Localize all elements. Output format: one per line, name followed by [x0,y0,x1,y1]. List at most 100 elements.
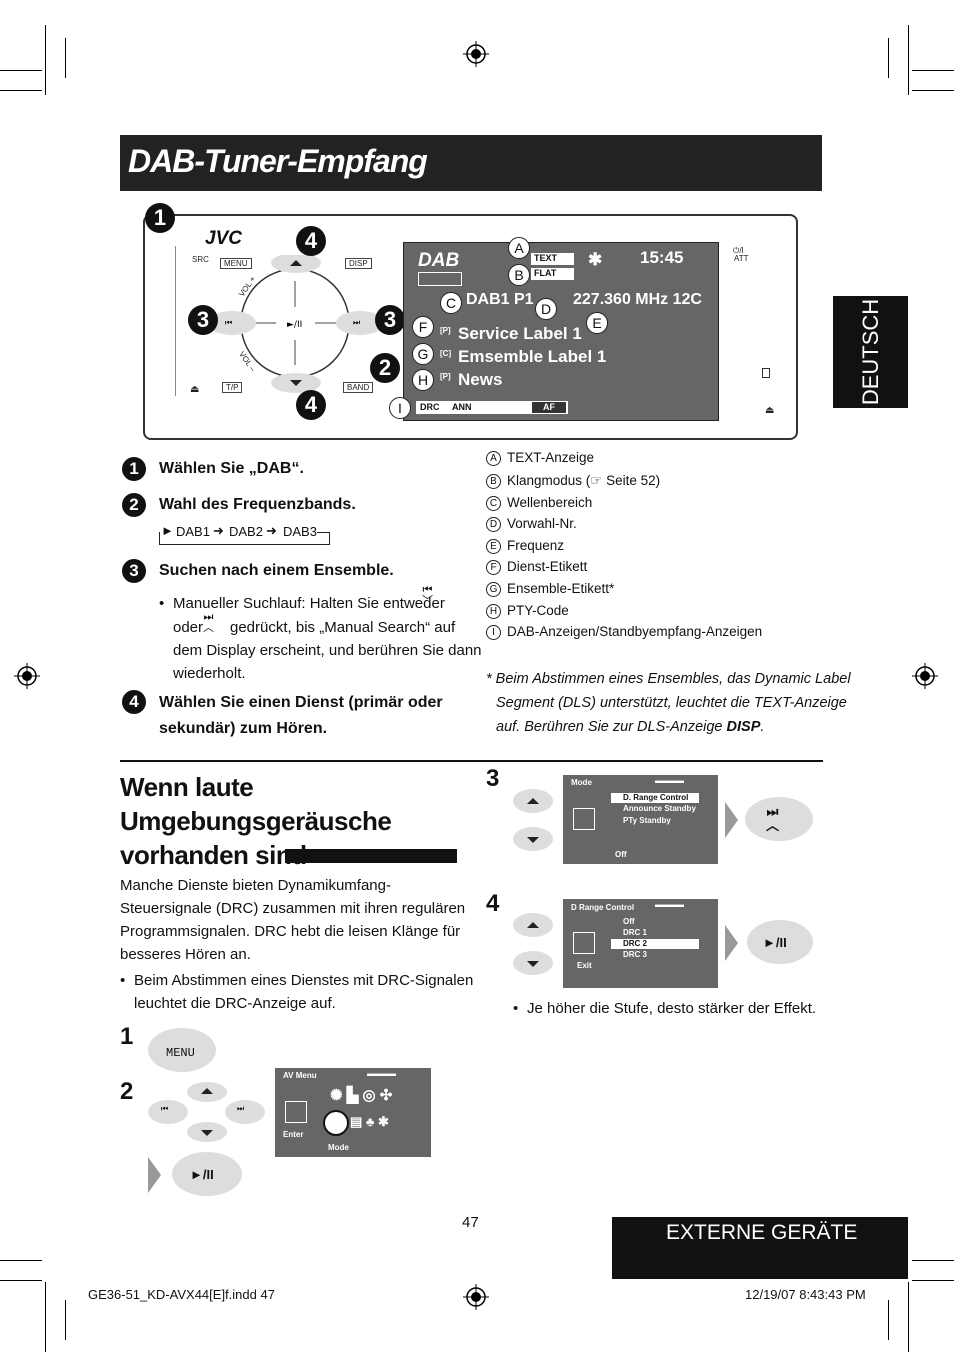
section-tab: EXTERNE GERÄTE [612,1217,908,1279]
drc-item-selected[interactable]: DRC 2 [623,939,648,948]
crop-mark [888,38,889,78]
faceplate-side [143,246,176,396]
callout-d: D [535,298,557,320]
section-tab-label: EXTERNE GERÄTE [666,1221,858,1244]
power-button[interactable]: ⏻/I [733,246,744,255]
timestamp: 12/19/07 8:43:43 PM [745,1287,866,1302]
exit-label: Exit [577,961,592,970]
play-pause-label: ►/II [763,935,787,950]
disp-button[interactable]: DISP [345,258,372,269]
text-indicator: TEXT [531,253,574,265]
src-button[interactable]: SRC [192,255,209,264]
band-button[interactable]: BAND [343,382,374,393]
step-number: 2 [122,493,146,517]
crop-mark [65,1300,66,1340]
crop-mark [0,1260,42,1261]
section-body: Steuersignale (DRC) zusammen mit ihren r… [120,900,466,917]
play-pause-button[interactable] [172,1152,242,1196]
band-cycle-diagram: ► DAB1 ➜ DAB2 ➜ DAB3 [159,522,330,547]
eject-icon[interactable]: ⏏ [190,384,200,395]
step3-line: oder [173,619,204,636]
section-bullet: Beim Abstimmen eines Dienstes mit DRC-Si… [134,972,474,989]
next-up-icon: ⏭︿ [203,611,214,634]
drc-item[interactable]: Off [623,917,635,926]
svg-text:►/II: ►/II [287,320,302,330]
registration-mark-icon [14,663,40,689]
section-body: besseres Hören an. [120,946,251,963]
callout-e: E [586,312,608,334]
ps-icon: [P] [440,326,451,335]
step-number: 3 [486,765,500,792]
drc-item[interactable]: DRC 1 [623,928,648,937]
drc-menu-screen: D Range Control ▬▬▬▬ Off DRC 1 DRC 2 DRC… [563,899,718,988]
enter-label: Enter [283,1130,304,1139]
up-down-buttons[interactable] [510,909,556,979]
tilt-icon[interactable]: ⏏ [765,405,775,416]
file-info: GE36-51_KD-AVX44[E]f.indd 47 [88,1287,275,1302]
band-option: DAB2 [229,524,263,539]
tp-button[interactable]: T/P [222,382,243,393]
mode-item[interactable]: PTy Standby [623,816,671,825]
footnote-line: auf. Berühren Sie zur DLS-Anzeige DISP. [496,719,765,735]
callout-h: H [412,369,434,391]
step-number: 2 [120,1078,134,1105]
step3-line: Manueller Suchlauf: Halten Sie entweder [173,595,445,612]
band-preset: DAB1 P1 [466,291,534,308]
arrow-right-icon [148,1157,161,1193]
direction-pad-illustration[interactable]: ⏮ ⏭ [145,1080,270,1150]
frequency: 227.360 MHz 12C [573,291,702,308]
section-body: Programmsignalen. DRC hebt die leisen Kl… [120,923,461,940]
step-text: Wählen Sie einen Dienst (primär oder [159,694,443,711]
crop-mark [908,25,909,95]
jvc-logo: JVC [205,228,242,249]
svg-text:⏮: ⏮ [161,1104,168,1113]
step3-line: dem Display erscheint, und berühren Sie … [173,642,482,659]
drc-item[interactable]: DRC 3 [623,950,648,959]
off-label: Off [615,850,627,859]
mode-item[interactable]: Announce Standby [623,804,696,813]
joystick-icon [285,1101,307,1123]
bullet: • [159,595,165,612]
flat-indicator: FLAT [531,268,574,280]
drc-indicator: DRC [420,402,440,412]
play-pause-button[interactable] [747,920,813,964]
sound-icon: ✺ ▙ ◎ ✣ [330,1087,393,1104]
mode-item-selected[interactable]: D. Range Control [623,793,689,802]
reset-slot [762,368,770,378]
step-number: 3 [122,559,146,583]
footnote-line: * Beim Abstimmen eines Ensembles, das Dy… [486,671,851,687]
play-pause-label: ►/II [190,1167,214,1182]
section-body: Manche Dienste bieten Dynamikumfang- [120,877,391,894]
up-down-buttons[interactable] [510,785,556,855]
bullet: • [513,1000,519,1017]
att-label: ATT [734,254,749,263]
mode-menu-title: Mode [571,778,592,787]
step-marker-2: 2 [370,353,400,383]
av-menu-title: AV Menu [283,1071,317,1080]
page-title: DAB-Tuner-Empfang [128,143,428,179]
step-marker-4: 4 [296,226,326,256]
control-dial[interactable]: ⏮ ⏭ ►/II [190,255,400,405]
callout-c: C [440,292,462,314]
section-bullet: leuchtet die DRC-Anzeige auf. [134,995,336,1012]
dab-logo: DAB [418,250,460,271]
registration-mark-icon [912,663,938,689]
menu-button-illustration[interactable] [148,1028,216,1072]
step-number: 4 [122,690,146,714]
crop-mark [912,1280,954,1281]
settings-icons: ▤ ♣ ✱ [350,1114,389,1129]
footnote-line: Segment (DLS) unterstützt, leuchtet die … [496,695,847,711]
menu-highlight [611,939,699,949]
next-button[interactable] [745,797,813,841]
ann-indicator: ANN [452,402,472,412]
step-text: Suchen nach einem Ensemble. [159,562,394,579]
language-tab-label: DEUTSCH [858,298,883,406]
crop-mark [65,38,66,78]
menu-button[interactable]: MENU [220,258,252,269]
mode-menu-screen: Mode ▬▬▬▬ D. Range Control Announce Stan… [563,775,718,864]
callout-i: I [389,397,411,419]
menu-button-label: MENU [166,1046,195,1060]
